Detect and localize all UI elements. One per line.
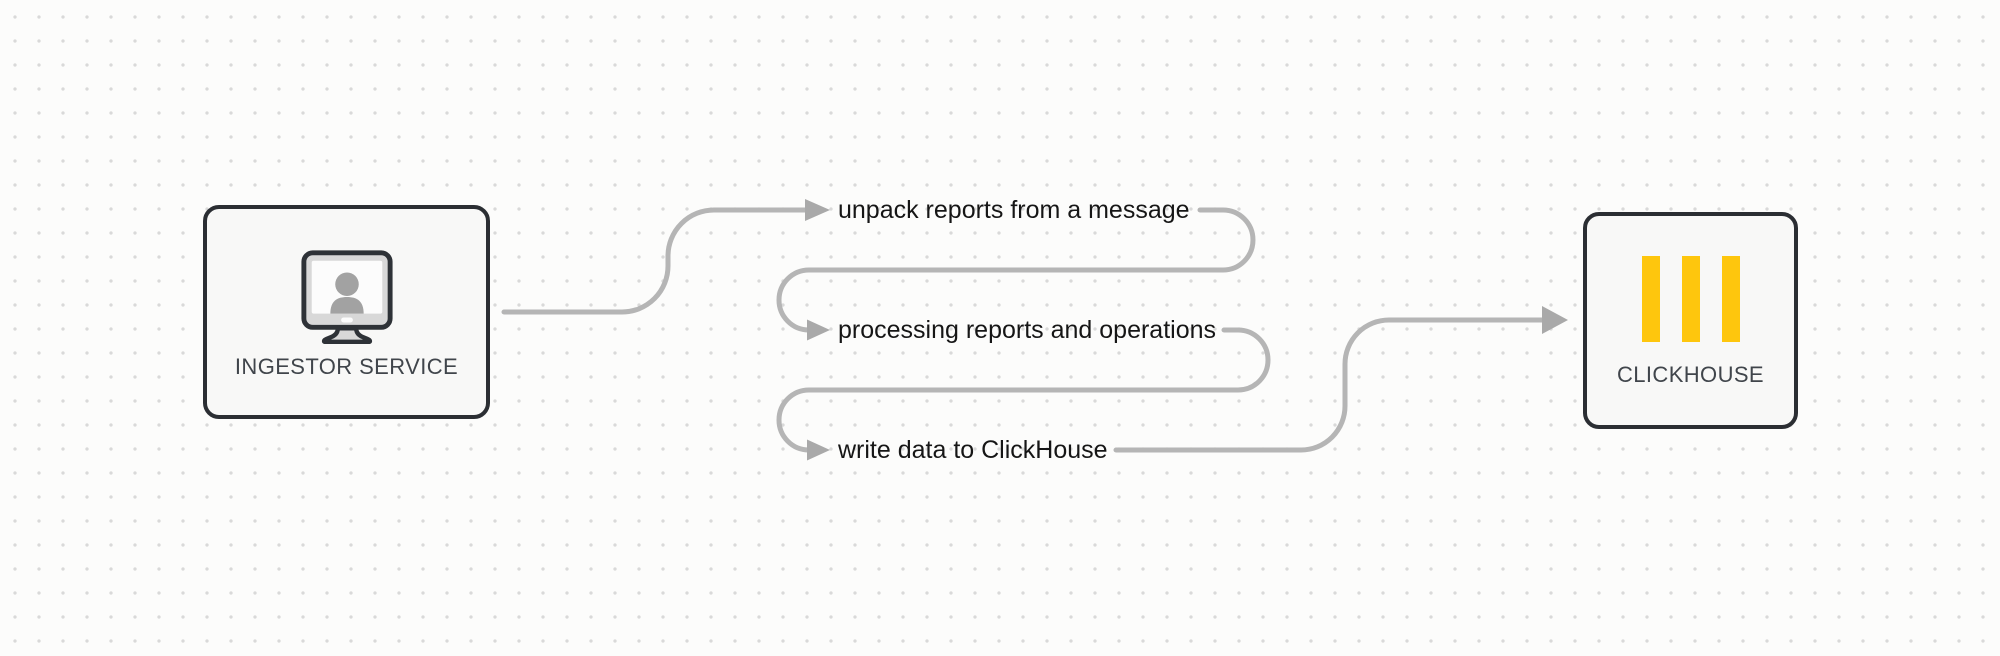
- arrowhead-step1-icon: [805, 199, 830, 221]
- node-ingestor-service[interactable]: INGESTOR SERVICE: [203, 205, 490, 419]
- node-clickhouse[interactable]: CLICKHOUSE: [1583, 212, 1798, 429]
- connector-step3-to-clickhouse: [1113, 317, 1547, 453]
- step-label-processing-reports[interactable]: processing reports and operations: [838, 316, 1217, 344]
- arrowhead-step2-icon: [807, 319, 830, 341]
- arrowhead-step3-icon: [807, 439, 830, 461]
- connector-step1-to-step2: [776, 207, 1256, 333]
- connector-ingestor-to-step1: [501, 207, 809, 315]
- user-workstation-monitor-icon: [300, 250, 393, 344]
- node-clickhouse-label: CLICKHOUSE: [1616, 361, 1765, 387]
- step-label-write-data[interactable]: write data to ClickHouse: [838, 436, 1108, 464]
- clickhouse-bars-icon: [1641, 255, 1740, 342]
- connector-step2-to-step3: [776, 327, 1271, 453]
- step-label-unpack-reports[interactable]: unpack reports from a message: [838, 196, 1190, 224]
- node-ingestor-label: INGESTOR SERVICE: [234, 354, 459, 379]
- arrowhead-clickhouse-icon: [1542, 306, 1568, 334]
